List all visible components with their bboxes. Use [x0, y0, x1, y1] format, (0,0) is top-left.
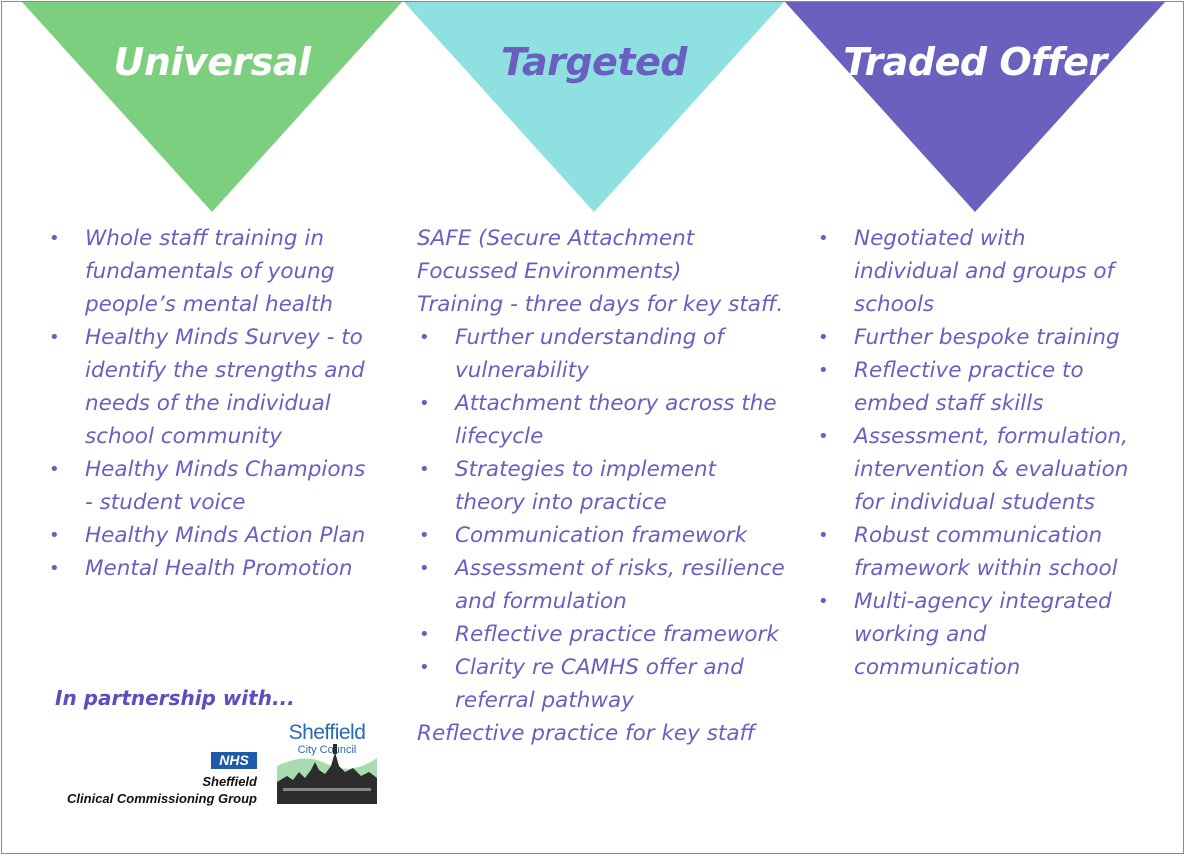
bullet-icon: • — [818, 591, 829, 612]
list-item: • Reflective practice framework — [417, 618, 797, 651]
list-item-text: Negotiated with individual and groups of… — [854, 226, 1115, 317]
traded-offer-triangle — [785, 2, 1165, 212]
list-item-text: Multi-agency integrated working and comm… — [854, 589, 1112, 680]
targeted-triangle — [404, 2, 784, 212]
partnership-label: In partnership with... — [55, 686, 295, 710]
nhs-ccg-line1: Sheffield — [202, 774, 257, 789]
list-item-text: Robust communication framework within sc… — [854, 523, 1118, 581]
universal-column: • Whole staff training in fundamentals of… — [47, 222, 397, 585]
list-item: • Further understanding of vulnerability — [417, 321, 797, 387]
traded-offer-title: Traded Offer — [843, 40, 1107, 84]
targeted-title: Targeted — [501, 40, 687, 84]
list-item-text: Assessment of risks, resilience and form… — [455, 556, 785, 614]
list-item-text: Clarity re CAMHS offer and referral path… — [455, 655, 744, 713]
universal-triangle — [22, 2, 402, 212]
bullet-icon: • — [419, 393, 430, 414]
list-item-text: Healthy Minds Survey - to identify the s… — [85, 325, 365, 449]
bullet-icon: • — [818, 525, 829, 546]
traded-offer-list: • Negotiated with individual and groups o… — [816, 222, 1176, 684]
bullet-icon: • — [419, 459, 430, 480]
council-sub: City Council — [297, 744, 357, 756]
list-item-text: Healthy Minds Action Plan — [85, 523, 366, 548]
targeted-list: •Further understanding of vulnerability•… — [417, 321, 797, 717]
list-item-text: Assessment, formulation, intervention & … — [854, 424, 1129, 515]
bullet-icon: • — [818, 426, 829, 447]
list-item-text: Communication framework — [455, 523, 748, 548]
bullet-icon: • — [818, 327, 829, 348]
list-item-text: Further bespoke training — [854, 325, 1120, 350]
traded-offer-header: Traded Offer — [785, 0, 1165, 213]
list-item: • Communication framework — [417, 519, 797, 552]
council-name: Sheffield — [288, 721, 366, 744]
list-item-text: Further understanding of vulnerability — [455, 325, 724, 383]
sheffield-city-council-logo: Sheffield City Council — [275, 722, 379, 806]
list-item: • Clarity re CAMHS offer and referral pat… — [417, 651, 797, 717]
bullet-icon: • — [49, 327, 60, 348]
list-item: • Further bespoke training — [816, 321, 1176, 354]
bullet-icon: • — [419, 525, 430, 546]
targeted-header: Targeted — [404, 0, 784, 213]
bullet-icon: • — [419, 657, 430, 678]
list-item-text: Attachment theory across the lifecycle — [455, 391, 777, 449]
bullet-icon: • — [419, 624, 430, 645]
targeted-column: SAFE (Secure Attachment Focussed Environ… — [417, 222, 797, 750]
list-item-text: Reflective practice to embed staff skill… — [854, 358, 1084, 416]
list-item: • Multi-agency integrated working and com… — [816, 585, 1176, 684]
list-item-text: Reflective practice framework — [455, 622, 779, 647]
list-item: • Healthy Minds Survey - to identify the … — [47, 321, 397, 453]
bullet-icon: • — [419, 327, 430, 348]
bullet-icon: • — [49, 459, 60, 480]
bullet-icon: • — [818, 228, 829, 249]
bullet-icon: • — [49, 558, 60, 579]
list-item-text: Healthy Minds Champions - student voice — [85, 457, 366, 515]
city-skyline-icon — [277, 744, 377, 804]
list-item: • Attachment theory across the lifecycle — [417, 387, 797, 453]
list-item: • Healthy Minds Action Plan — [47, 519, 397, 552]
list-item: • Mental Health Promotion — [47, 552, 397, 585]
list-item-text: Mental Health Promotion — [85, 556, 353, 581]
list-item: • Reflective practice to embed staff skil… — [816, 354, 1176, 420]
bullet-icon: • — [419, 558, 430, 579]
nhs-ccg-line2: Clinical Commissioning Group — [67, 791, 257, 806]
list-item: • Assessment of risks, resilience and for… — [417, 552, 797, 618]
targeted-intro: SAFE (Secure Attachment Focussed Environ… — [417, 226, 784, 317]
list-item: • Robust communication framework within s… — [816, 519, 1176, 585]
list-item: • Healthy Minds Champions - student voice — [47, 453, 397, 519]
bullet-icon: • — [818, 360, 829, 381]
list-item: • Strategies to implement theory into pra… — [417, 453, 797, 519]
list-item: • Assessment, formulation, intervention &… — [816, 420, 1176, 519]
nhs-logo: NHS — [211, 752, 257, 769]
list-item: • Negotiated with individual and groups o… — [816, 222, 1176, 321]
list-item-text: Strategies to implement theory into prac… — [455, 457, 717, 515]
universal-header: Universal — [22, 0, 402, 213]
list-item-text: Whole staff training in fundamentals of … — [85, 226, 335, 317]
bullet-icon: • — [49, 228, 60, 249]
list-item: • Whole staff training in fundamentals of… — [47, 222, 397, 321]
traded-offer-column: • Negotiated with individual and groups o… — [816, 222, 1176, 684]
universal-list: • Whole staff training in fundamentals of… — [47, 222, 397, 585]
universal-title: Universal — [113, 40, 311, 84]
targeted-outro: Reflective practice for key staff — [417, 721, 756, 746]
bullet-icon: • — [49, 525, 60, 546]
